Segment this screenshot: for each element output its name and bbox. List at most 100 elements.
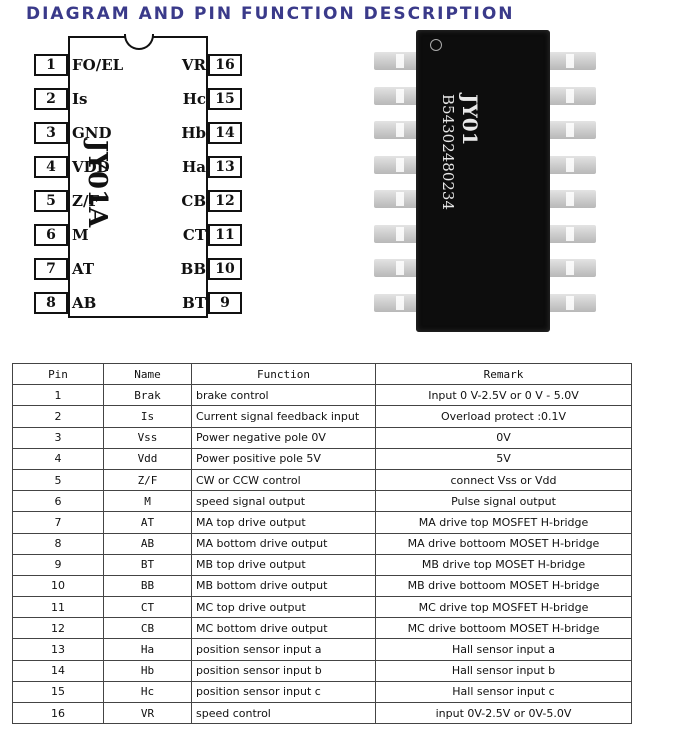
pin-number-right: 15	[208, 88, 242, 110]
pin-label-left: Z/F	[72, 192, 100, 210]
cell-pin: 7	[12, 511, 104, 534]
lead-highlight	[396, 295, 404, 310]
chip-photo: JY01 B54302480234	[370, 30, 600, 336]
cell-pin: 14	[12, 659, 104, 682]
pin-number-left: 7	[34, 258, 68, 280]
cell-function: MA bottom drive output	[191, 532, 376, 555]
cell-name: Brak	[103, 384, 192, 407]
cell-function: position sensor input c	[191, 680, 376, 704]
cell-remark: MA drive bottoom MOSET H-bridge	[375, 532, 632, 555]
chip-lead	[374, 52, 422, 70]
pin-label-right: VR	[181, 56, 206, 74]
cell-name: VR	[103, 701, 192, 725]
lead-highlight	[396, 123, 404, 137]
cell-function: position sensor input b	[191, 659, 376, 682]
pin1-dot	[430, 39, 442, 51]
cell-function: Power positive pole 5V	[191, 447, 376, 470]
cell-name: Ha	[103, 638, 192, 661]
chip-lead	[548, 86, 596, 105]
lead-highlight	[396, 88, 404, 103]
lead-highlight	[396, 157, 404, 172]
pin-label-right: CT	[182, 226, 206, 244]
cell-name: CT	[103, 596, 192, 619]
chip-lead	[548, 121, 596, 139]
cell-name: M	[103, 490, 192, 513]
cell-remark: MB drive bottoom MOSET H-bridge	[375, 574, 632, 598]
pin-number-left: 3	[34, 122, 68, 144]
cell-name: AT	[103, 511, 192, 534]
cell-remark: MA drive top MOSFET H-bridge	[375, 511, 632, 534]
pin-number-right: 11	[208, 224, 242, 246]
cell-function: MC top drive output	[191, 596, 376, 619]
chip-label: JY01A	[82, 140, 112, 228]
cell-function: Current signal feedback input	[191, 405, 376, 428]
pin-label-right: Hc	[182, 90, 206, 108]
pin-number-left: 4	[34, 156, 68, 178]
lead-highlight	[396, 261, 404, 275]
cell-pin: 9	[12, 553, 104, 576]
pin-label-right: Hb	[181, 124, 206, 142]
cell-pin: 12	[12, 617, 104, 640]
chip-lead	[548, 155, 596, 174]
chip-marking-line2: B54302480234	[439, 94, 457, 211]
cell-remark: 5V	[375, 447, 632, 470]
pin-label-right: BT	[182, 294, 206, 312]
header-pin: Pin	[12, 362, 104, 386]
pin-label-left: AB	[72, 294, 97, 312]
cell-function: MC bottom drive output	[191, 617, 376, 640]
pin-label-right: CB	[181, 192, 206, 210]
lead-highlight	[566, 261, 574, 275]
cell-remark: MB drive top MOSET H-bridge	[375, 553, 632, 576]
cell-function: MB bottom drive output	[191, 574, 376, 598]
cell-name: BB	[103, 574, 192, 598]
cell-pin: 15	[12, 680, 104, 704]
cell-remark: MC drive bottoom MOSET H-bridge	[375, 617, 632, 640]
pin-label-left: AT	[72, 260, 94, 278]
chip-package	[416, 30, 550, 332]
cell-remark: Hall sensor input b	[375, 659, 632, 682]
pin-number-right: 13	[208, 156, 242, 178]
chip-lead	[548, 259, 596, 277]
cell-pin: 8	[12, 532, 104, 555]
cell-remark: Hall sensor input c	[375, 680, 632, 704]
pin-number-right: 12	[208, 190, 242, 212]
lead-highlight	[566, 54, 574, 68]
chip-marking-line1: JY01	[458, 94, 482, 146]
pin-label-left: GND	[72, 124, 112, 142]
cell-name: Hc	[103, 680, 192, 704]
chip-lead	[374, 259, 422, 277]
cell-remark: connect Vss or Vdd	[375, 468, 632, 492]
cell-pin: 6	[12, 490, 104, 513]
pin-label-left: Is	[72, 90, 88, 108]
lead-highlight	[566, 192, 574, 206]
pin-label-left: FO/EL	[72, 56, 124, 74]
cell-name: CB	[103, 617, 192, 640]
chip-marking: JY01 B54302480234	[438, 94, 482, 210]
pin-number-left: 2	[34, 88, 68, 110]
lead-highlight	[566, 157, 574, 172]
cell-remark: Input 0 V-2.5V or 0 V - 5.0V	[375, 384, 632, 407]
header-name: Name	[103, 362, 192, 386]
table-header-row: Pin Name Function Remark	[12, 362, 632, 386]
chip-lead	[548, 224, 596, 243]
lead-highlight	[396, 226, 404, 241]
cell-function: MB top drive output	[191, 553, 376, 576]
cell-pin: 3	[12, 426, 104, 449]
cell-name: Hb	[103, 659, 192, 682]
cell-pin: 5	[12, 468, 104, 492]
chip-lead	[374, 121, 422, 139]
cell-pin: 4	[12, 447, 104, 470]
chip-lead	[374, 293, 422, 312]
